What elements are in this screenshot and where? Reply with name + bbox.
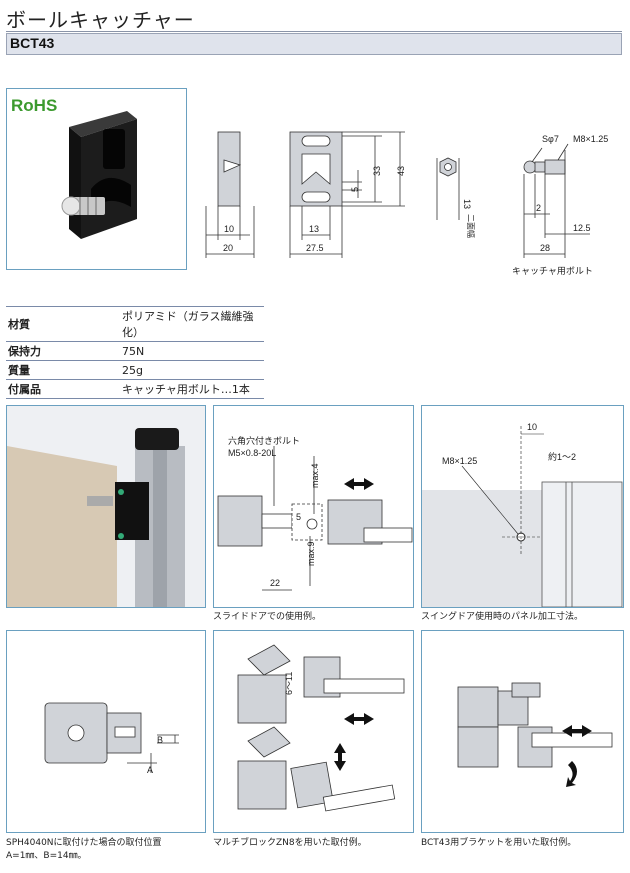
dim-thread: M8×1.25 bbox=[573, 134, 608, 144]
spec-value: ポリアミド（ガラス繊維強化） bbox=[120, 306, 264, 342]
sph-caption-2: A=1㎜、B=14㎜。 bbox=[6, 851, 87, 861]
rohs-badge: RoHS bbox=[11, 96, 58, 115]
title-rule bbox=[6, 31, 622, 32]
dim-13a: 13 bbox=[309, 224, 319, 234]
spec-row: 保持力 75N bbox=[6, 341, 264, 361]
spec-row: 材質 ポリアミド（ガラス繊維強化） bbox=[6, 306, 264, 342]
spec-key: 保持力 bbox=[6, 341, 120, 361]
spec-value: 75N bbox=[120, 341, 264, 361]
spec-key: 材質 bbox=[6, 306, 120, 342]
zn8-panel: 6～11 bbox=[213, 630, 414, 833]
spec-key: 質量 bbox=[6, 360, 120, 380]
slide-door-diagram: 六角穴付きボルト M5×0.8-20L max.4 max.9 5 22 bbox=[217, 435, 413, 591]
max9-label: max.9 bbox=[306, 541, 316, 566]
page-title: ボールキャッチャー bbox=[6, 8, 195, 32]
sph-panel: B A bbox=[6, 630, 206, 833]
dim-28: 28 bbox=[540, 243, 550, 253]
swing-door-panel: 10 M8×1.25 約1～2 bbox=[421, 405, 624, 608]
product-photo-box bbox=[6, 88, 187, 270]
spec-value: 25g bbox=[120, 360, 264, 380]
swing-door-diagram: 10 M8×1.25 約1～2 bbox=[422, 422, 623, 607]
product-photo bbox=[61, 111, 137, 239]
dim-27-5: 27.5 bbox=[306, 243, 324, 253]
dim-2: 2 bbox=[536, 203, 541, 213]
dim-20: 20 bbox=[223, 243, 233, 253]
dim-5-slide: 5 bbox=[296, 512, 301, 522]
range-label: 6～11 bbox=[284, 672, 294, 695]
dim-10-swing: 10 bbox=[527, 422, 537, 432]
model-code: BCT43 bbox=[10, 35, 55, 51]
dim-43: 43 bbox=[396, 166, 406, 176]
bracket-diagram bbox=[457, 682, 613, 787]
dim-13b: 13 bbox=[462, 199, 472, 209]
zn8-diagram: 6～11 bbox=[237, 644, 405, 812]
bolt-label-2: M5×0.8-20L bbox=[228, 448, 276, 458]
dim-12-5: 12.5 bbox=[573, 223, 591, 233]
bolt-caption: キャッチャ用ボルト bbox=[512, 266, 593, 276]
spec-value: キャッチャ用ボルト…1本 bbox=[120, 379, 264, 399]
dim-b: B bbox=[157, 735, 163, 745]
door-photo bbox=[7, 406, 205, 607]
bracket-caption: BCT43用ブラケットを用いた取付例。 bbox=[421, 838, 577, 848]
max4-label: max.4 bbox=[310, 463, 320, 488]
sph-caption-1: SPH4040Nに取付けた場合の取付位置 bbox=[6, 838, 162, 848]
gap-label: 約1～2 bbox=[548, 451, 576, 462]
swing-caption: スイングドア使用時のパネル加工寸法。 bbox=[421, 612, 584, 622]
thread-label: M8×1.25 bbox=[442, 456, 477, 466]
dim-33: 33 bbox=[372, 166, 382, 176]
spec-row: 付属品 キャッチャ用ボルト…1本 bbox=[6, 379, 264, 399]
spec-table: 材質 ポリアミド（ガラス繊維強化） 保持力 75N 質量 25g 付属品 キャッ… bbox=[6, 306, 264, 399]
zn8-caption: マルチブロックZN8を用いた取付例。 bbox=[213, 838, 367, 848]
spec-key: 付属品 bbox=[6, 379, 120, 399]
dim-22: 22 bbox=[270, 578, 280, 588]
dim-5: 5 bbox=[350, 187, 360, 192]
dim-10: 10 bbox=[224, 224, 234, 234]
sph-diagram: B A bbox=[44, 702, 179, 775]
spec-row: 質量 25g bbox=[6, 360, 264, 380]
model-bar bbox=[6, 33, 622, 55]
slide-caption: スライドドアでの使用例。 bbox=[213, 612, 322, 622]
dimension-drawing: 10 20 13 27.5 33 43 5 13 二面幅 Sφ7 M8×1.25… bbox=[205, 131, 608, 276]
door-photo-panel bbox=[6, 405, 206, 608]
bracket-panel bbox=[421, 630, 624, 833]
dim-a: A bbox=[147, 765, 153, 775]
slide-door-panel: 六角穴付きボルト M5×0.8-20L max.4 max.9 5 22 bbox=[213, 405, 414, 608]
bolt-label-1: 六角穴付きボルト bbox=[228, 435, 300, 446]
hex-width-label: 二面幅 bbox=[466, 214, 476, 238]
dim-sphere: Sφ7 bbox=[542, 134, 559, 144]
